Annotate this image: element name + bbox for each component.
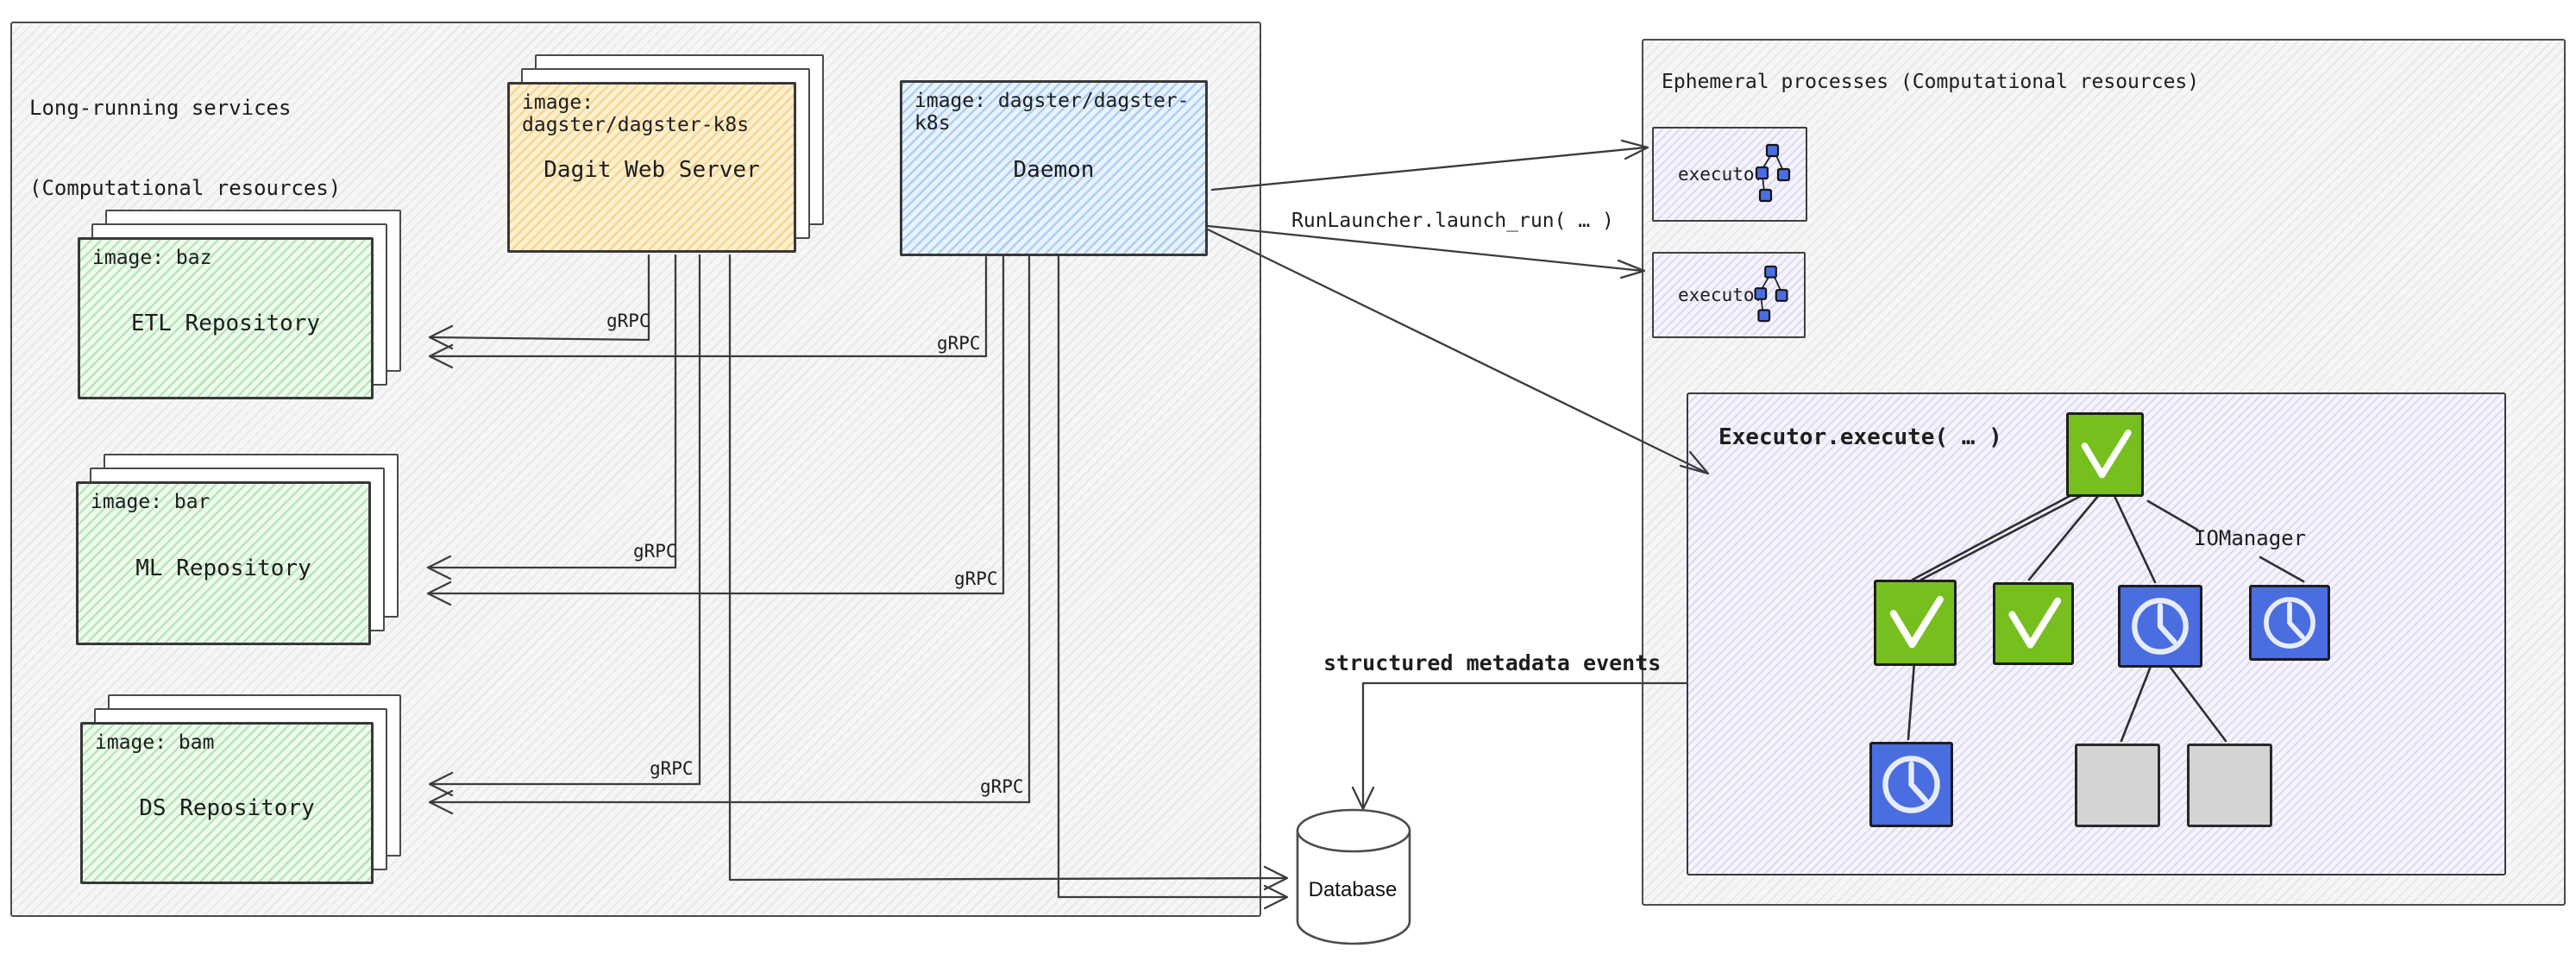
grpc-label-ml-dagit: gRPC <box>633 541 677 562</box>
step-node-running-d <box>2249 585 2330 661</box>
step-node-running-c <box>2118 585 2202 668</box>
daemon-title: Daemon <box>1013 157 1095 183</box>
step-node-success-b <box>1993 582 2074 665</box>
left-panel-title-line2: (Computational resources) <box>29 176 342 200</box>
daemon-image-label: image: dagster/dagster-k8s <box>914 90 1190 135</box>
grpc-label-ds-dagit: gRPC <box>650 758 694 779</box>
grpc-label-ml-daemon: gRPC <box>954 568 998 589</box>
executor-label: executor <box>1678 164 1766 185</box>
etl-image-label: image: baz <box>92 247 212 269</box>
dag-icon <box>1755 143 1791 203</box>
step-node-running-e <box>1869 742 1953 827</box>
check-icon <box>2081 430 2132 479</box>
step-node-queued-f <box>2075 744 2160 827</box>
left-panel-title: Long-running services (Computational res… <box>29 41 341 255</box>
clock-icon <box>2264 597 2315 649</box>
database-label: Database <box>1308 878 1398 901</box>
grpc-label-ds-daemon: gRPC <box>980 776 1024 797</box>
metadata-events-label: structured metadata events <box>1323 650 1662 675</box>
iomanager-label: IOManager <box>2194 526 2307 550</box>
dagit-image-label: image: dagster/dagster-k8s <box>522 91 750 136</box>
executor-box-2: executor <box>1652 252 1806 338</box>
ds-title: DS Repository <box>139 795 315 821</box>
dagit-web-server-box: image: dagster/dagster-k8s Dagit Web Ser… <box>507 82 796 253</box>
run-launcher-label: RunLauncher.launch_run( … ) <box>1291 210 1614 232</box>
database-cylinder <box>1296 808 1411 945</box>
executor-label: executor <box>1678 285 1766 305</box>
ds-image-label: image: bam <box>95 731 215 754</box>
clock-icon <box>1882 756 1940 813</box>
ml-image-label: image: bar <box>91 491 210 513</box>
step-node-queued-g <box>2187 744 2272 827</box>
left-panel-title-line1: Long-running services <box>29 96 292 120</box>
executor-box-1: executor <box>1652 127 1807 222</box>
dag-icon <box>1754 265 1788 323</box>
etl-title: ETL Repository <box>130 311 321 336</box>
dagit-title: Dagit Web Server <box>543 157 760 183</box>
grpc-label-etl-dagit: gRPC <box>606 311 650 331</box>
right-panel-title: Ephemeral processes (Computational resou… <box>1662 71 2200 93</box>
ml-repository-box: image: bar ML Repository <box>76 481 371 645</box>
clock-icon <box>2132 598 2189 655</box>
executor-execute-title: Executor.execute( … ) <box>1718 424 2002 450</box>
check-icon <box>2008 597 2062 649</box>
step-node-success-a <box>1874 580 1957 666</box>
check-icon <box>1889 595 1944 649</box>
step-node-success-root <box>2066 412 2144 497</box>
etl-repository-box: image: baz ETL Repository <box>78 237 374 399</box>
daemon-box: image: dagster/dagster-k8s Daemon <box>900 80 1208 256</box>
ml-title: ML Repository <box>135 555 311 581</box>
ds-repository-box: image: bam DS Repository <box>80 722 374 884</box>
grpc-label-etl-daemon: gRPC <box>937 333 981 354</box>
